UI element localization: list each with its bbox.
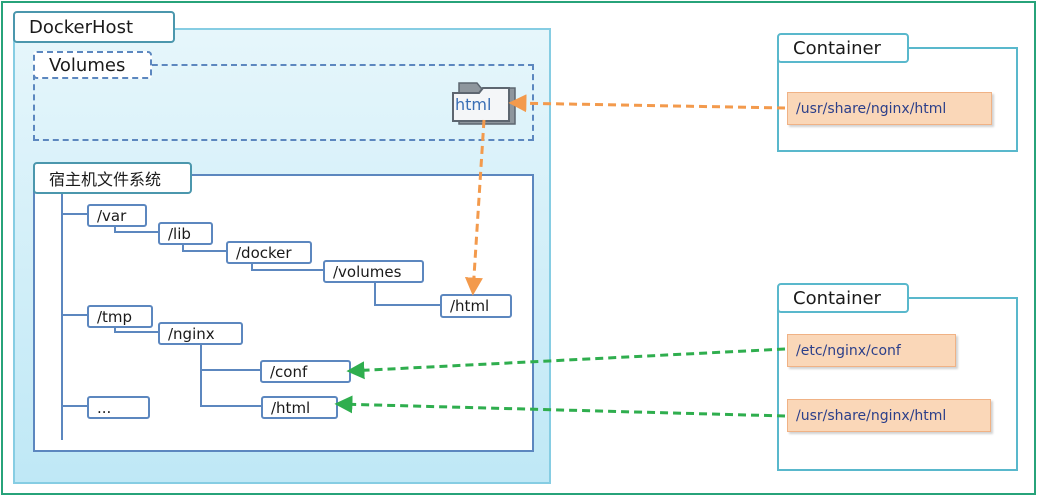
node-lib: /lib	[158, 222, 213, 245]
folder-icon	[452, 82, 516, 125]
container-2-label: Container	[777, 283, 909, 313]
container-2-box	[777, 297, 1018, 471]
arrow-html-mount	[334, 395, 786, 418]
node-tmp: /tmp	[87, 305, 153, 328]
node-nginx: /nginx	[158, 322, 243, 345]
arrow-conf-mount	[346, 347, 786, 380]
node-docker: /docker	[226, 241, 312, 264]
arrow-container1-to-volume	[508, 94, 786, 113]
node-var: /var	[87, 204, 147, 227]
arrow-volume-to-host-html	[464, 119, 486, 296]
container-1-label: Container	[777, 33, 909, 63]
volumes-label: Volumes	[33, 51, 152, 79]
container-1-html-path: /usr/share/nginx/html	[787, 92, 992, 125]
node-volumes: /volumes	[323, 260, 424, 283]
docker-host-label: DockerHost	[13, 11, 175, 43]
container-2-html-path: /usr/share/nginx/html	[787, 399, 991, 432]
host-fs-label: 宿主机文件系统	[33, 162, 192, 194]
node-ellipsis: ...	[87, 396, 150, 419]
volume-folder-label: html	[455, 95, 492, 114]
container-2-conf-path: /etc/nginx/conf	[787, 334, 956, 367]
